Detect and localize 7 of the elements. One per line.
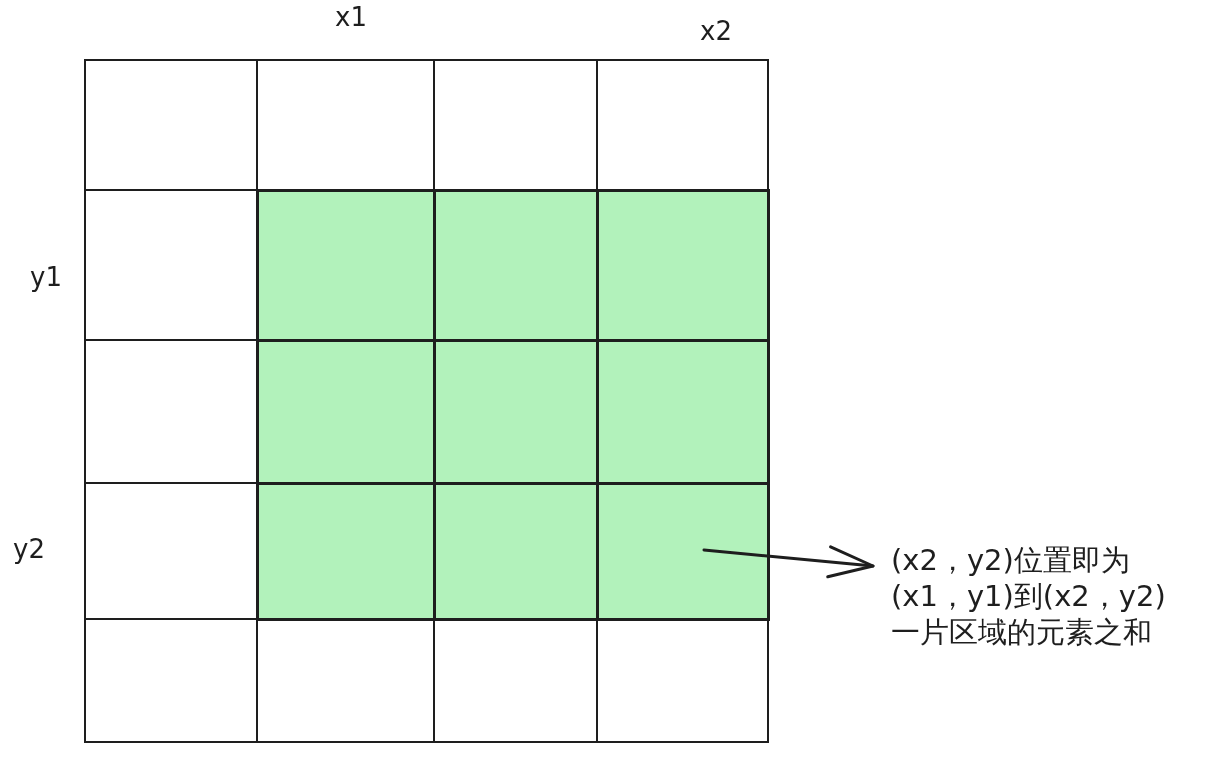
coordinate-label: x2 [700,16,732,46]
coordinate-label: y2 [13,534,45,564]
coordinate-label: x1 [335,2,367,32]
arrow [702,545,875,579]
shaded-cell [596,482,770,621]
annotation-text: (x2，y2)位置即为(x1，y1)到(x2，y2)一片区域的元素之和 [891,542,1172,650]
coordinate-label: y1 [30,262,62,292]
